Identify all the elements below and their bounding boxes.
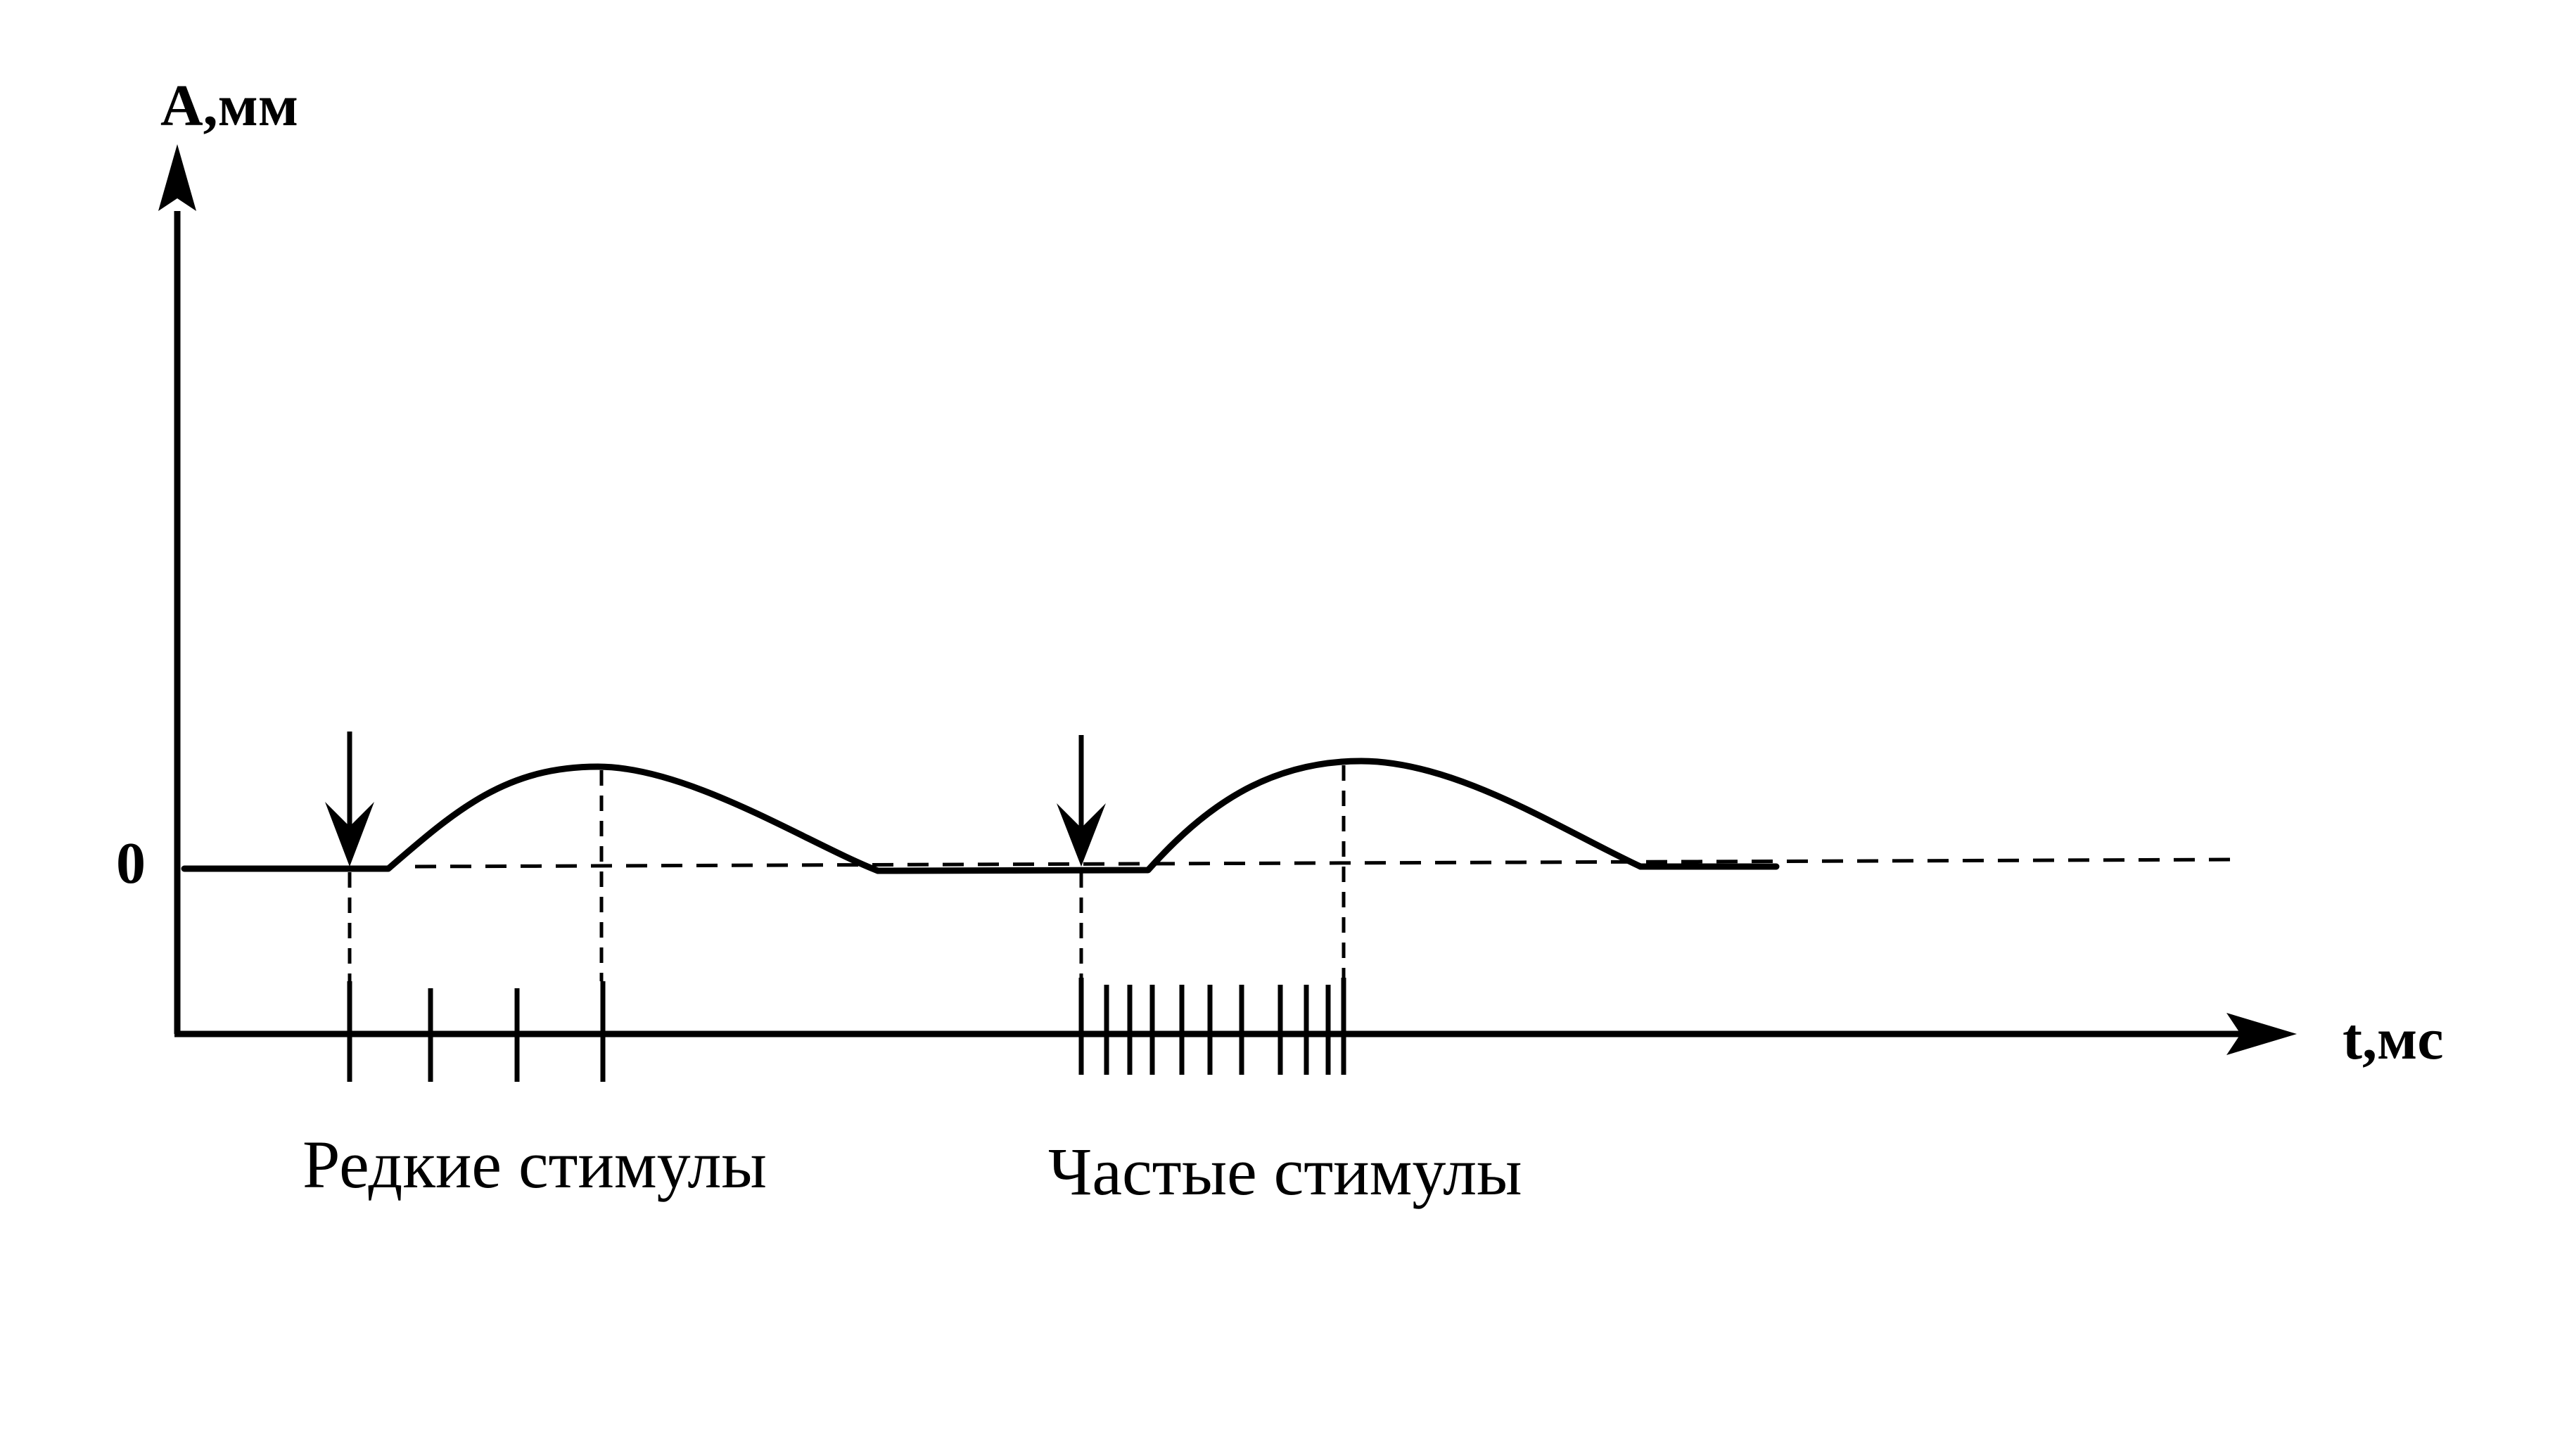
y-axis-arrow-icon: [158, 144, 196, 211]
stimulus-arrow-rare-icon: [325, 732, 374, 867]
y-axis: [158, 144, 196, 1034]
frequent-stimuli-caption: Частые стимулы: [1048, 1134, 1522, 1209]
frequent-stimuli-ticks: [1078, 978, 1346, 1075]
baseline-dashed: [414, 857, 2238, 869]
stimulus-arrow-frequent-icon: [1057, 735, 1106, 867]
y-axis-title: A,мм: [160, 73, 298, 139]
x-axis-title: t,мс: [2343, 1007, 2443, 1072]
rare-stimuli-caption: Редкие стимулы: [302, 1127, 767, 1202]
x-axis-arrow-icon: [2226, 1013, 2297, 1055]
contraction-curve: [181, 758, 1780, 874]
zero-label: 0: [116, 831, 146, 896]
guide-lines: [348, 765, 1346, 981]
rare-stimuli-ticks: [347, 981, 606, 1082]
x-axis: [174, 1013, 2297, 1055]
